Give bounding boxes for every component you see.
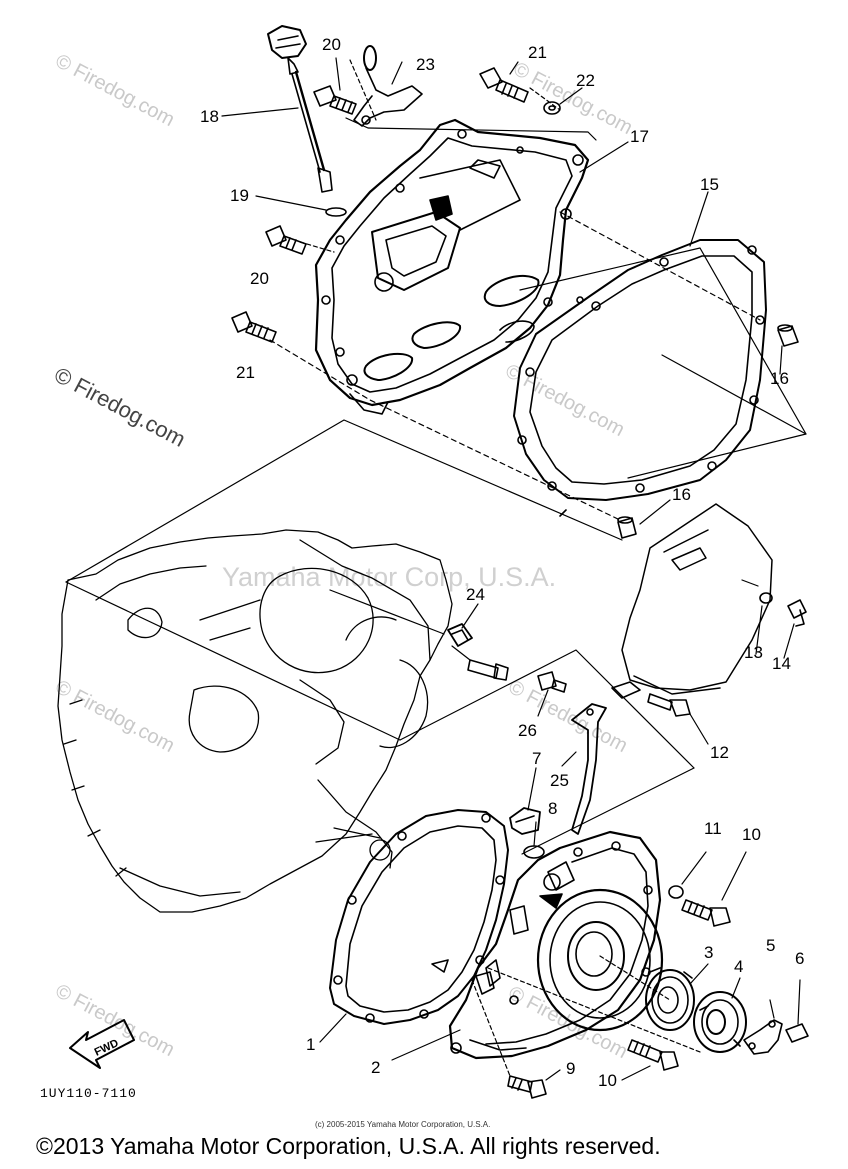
callout-21-left: 21 [236,363,255,382]
clutch-cover [314,118,590,415]
bearing-3 [645,967,695,1031]
callout-1: 1 [306,1035,316,1054]
bolt-21-left [231,311,277,343]
callout-7: 7 [532,749,542,768]
plug-7 [509,807,545,859]
bolt-9 [471,979,561,1099]
bolt-10-lower [621,1039,679,1081]
small-cover [621,503,773,695]
bolt-20-left [265,225,307,255]
callout-15: 15 [700,175,719,194]
callout-8: 8 [548,799,558,818]
callout-25: 25 [550,771,569,790]
callout-11: 11 [704,819,722,838]
callout-14: 14 [772,654,791,673]
callout-2: 2 [371,1058,381,1077]
gasket-clutch [513,239,767,517]
gasket-crankcase [329,809,509,1025]
cable-guide [571,703,607,835]
fwd-arrow-icon [69,1019,135,1069]
callout-16-upper: 16 [770,369,789,388]
leader-lines-upper [221,57,783,525]
alignment-lines-upper [269,59,761,521]
dipstick [267,25,333,193]
alignment-lines-middle [65,419,695,855]
callout-20-left: 20 [250,269,269,288]
leader-lines-lower [319,603,795,1061]
o-ring-19 [325,207,347,217]
callout-13: 13 [744,643,763,662]
callout-23: 23 [416,55,435,74]
bolt-24 [447,623,509,681]
callout-10-lower: 10 [598,1071,617,1090]
callout-12: 12 [710,743,729,762]
callout-21-upper: 21 [528,43,547,62]
bolt-26 [537,671,567,693]
callout-16-lower: 16 [672,485,691,504]
callout-19: 19 [230,186,249,205]
crankcase [57,529,453,913]
callout-26: 26 [518,721,537,740]
bolt-21-upper [479,67,529,103]
bolt-20-upper [313,85,357,115]
callout-17: 17 [630,127,649,146]
footer-copyright: ©2013 Yamaha Motor Corporation, U.S.A. A… [36,1133,661,1159]
callout-22: 22 [576,71,595,90]
callout-24: 24 [466,585,485,604]
bolt-10-washer-11 [668,851,747,927]
callout-20-upper: 20 [322,35,341,54]
callout-9: 9 [566,1059,576,1078]
drawing-code: 1UY110-7110 [40,1086,137,1101]
bracket-23 [353,45,423,127]
callout-5: 5 [766,936,776,955]
tiny-copyright: (c) 2005-2015 Yamaha Motor Corporation, … [315,1120,491,1129]
retainer-plate-5 [743,979,809,1055]
callout-6: 6 [795,949,805,968]
crankcase-cover [448,830,664,1060]
callout-18: 18 [200,107,219,126]
dowel-pins [617,324,799,539]
callout-4: 4 [734,957,744,976]
screw-13-14 [741,579,807,627]
callout-3: 3 [704,943,714,962]
gasket-outline-frame [519,247,807,479]
washer-22 [543,101,561,115]
oil-seal-4 [693,991,747,1053]
callout-10-upper: 10 [742,825,761,844]
